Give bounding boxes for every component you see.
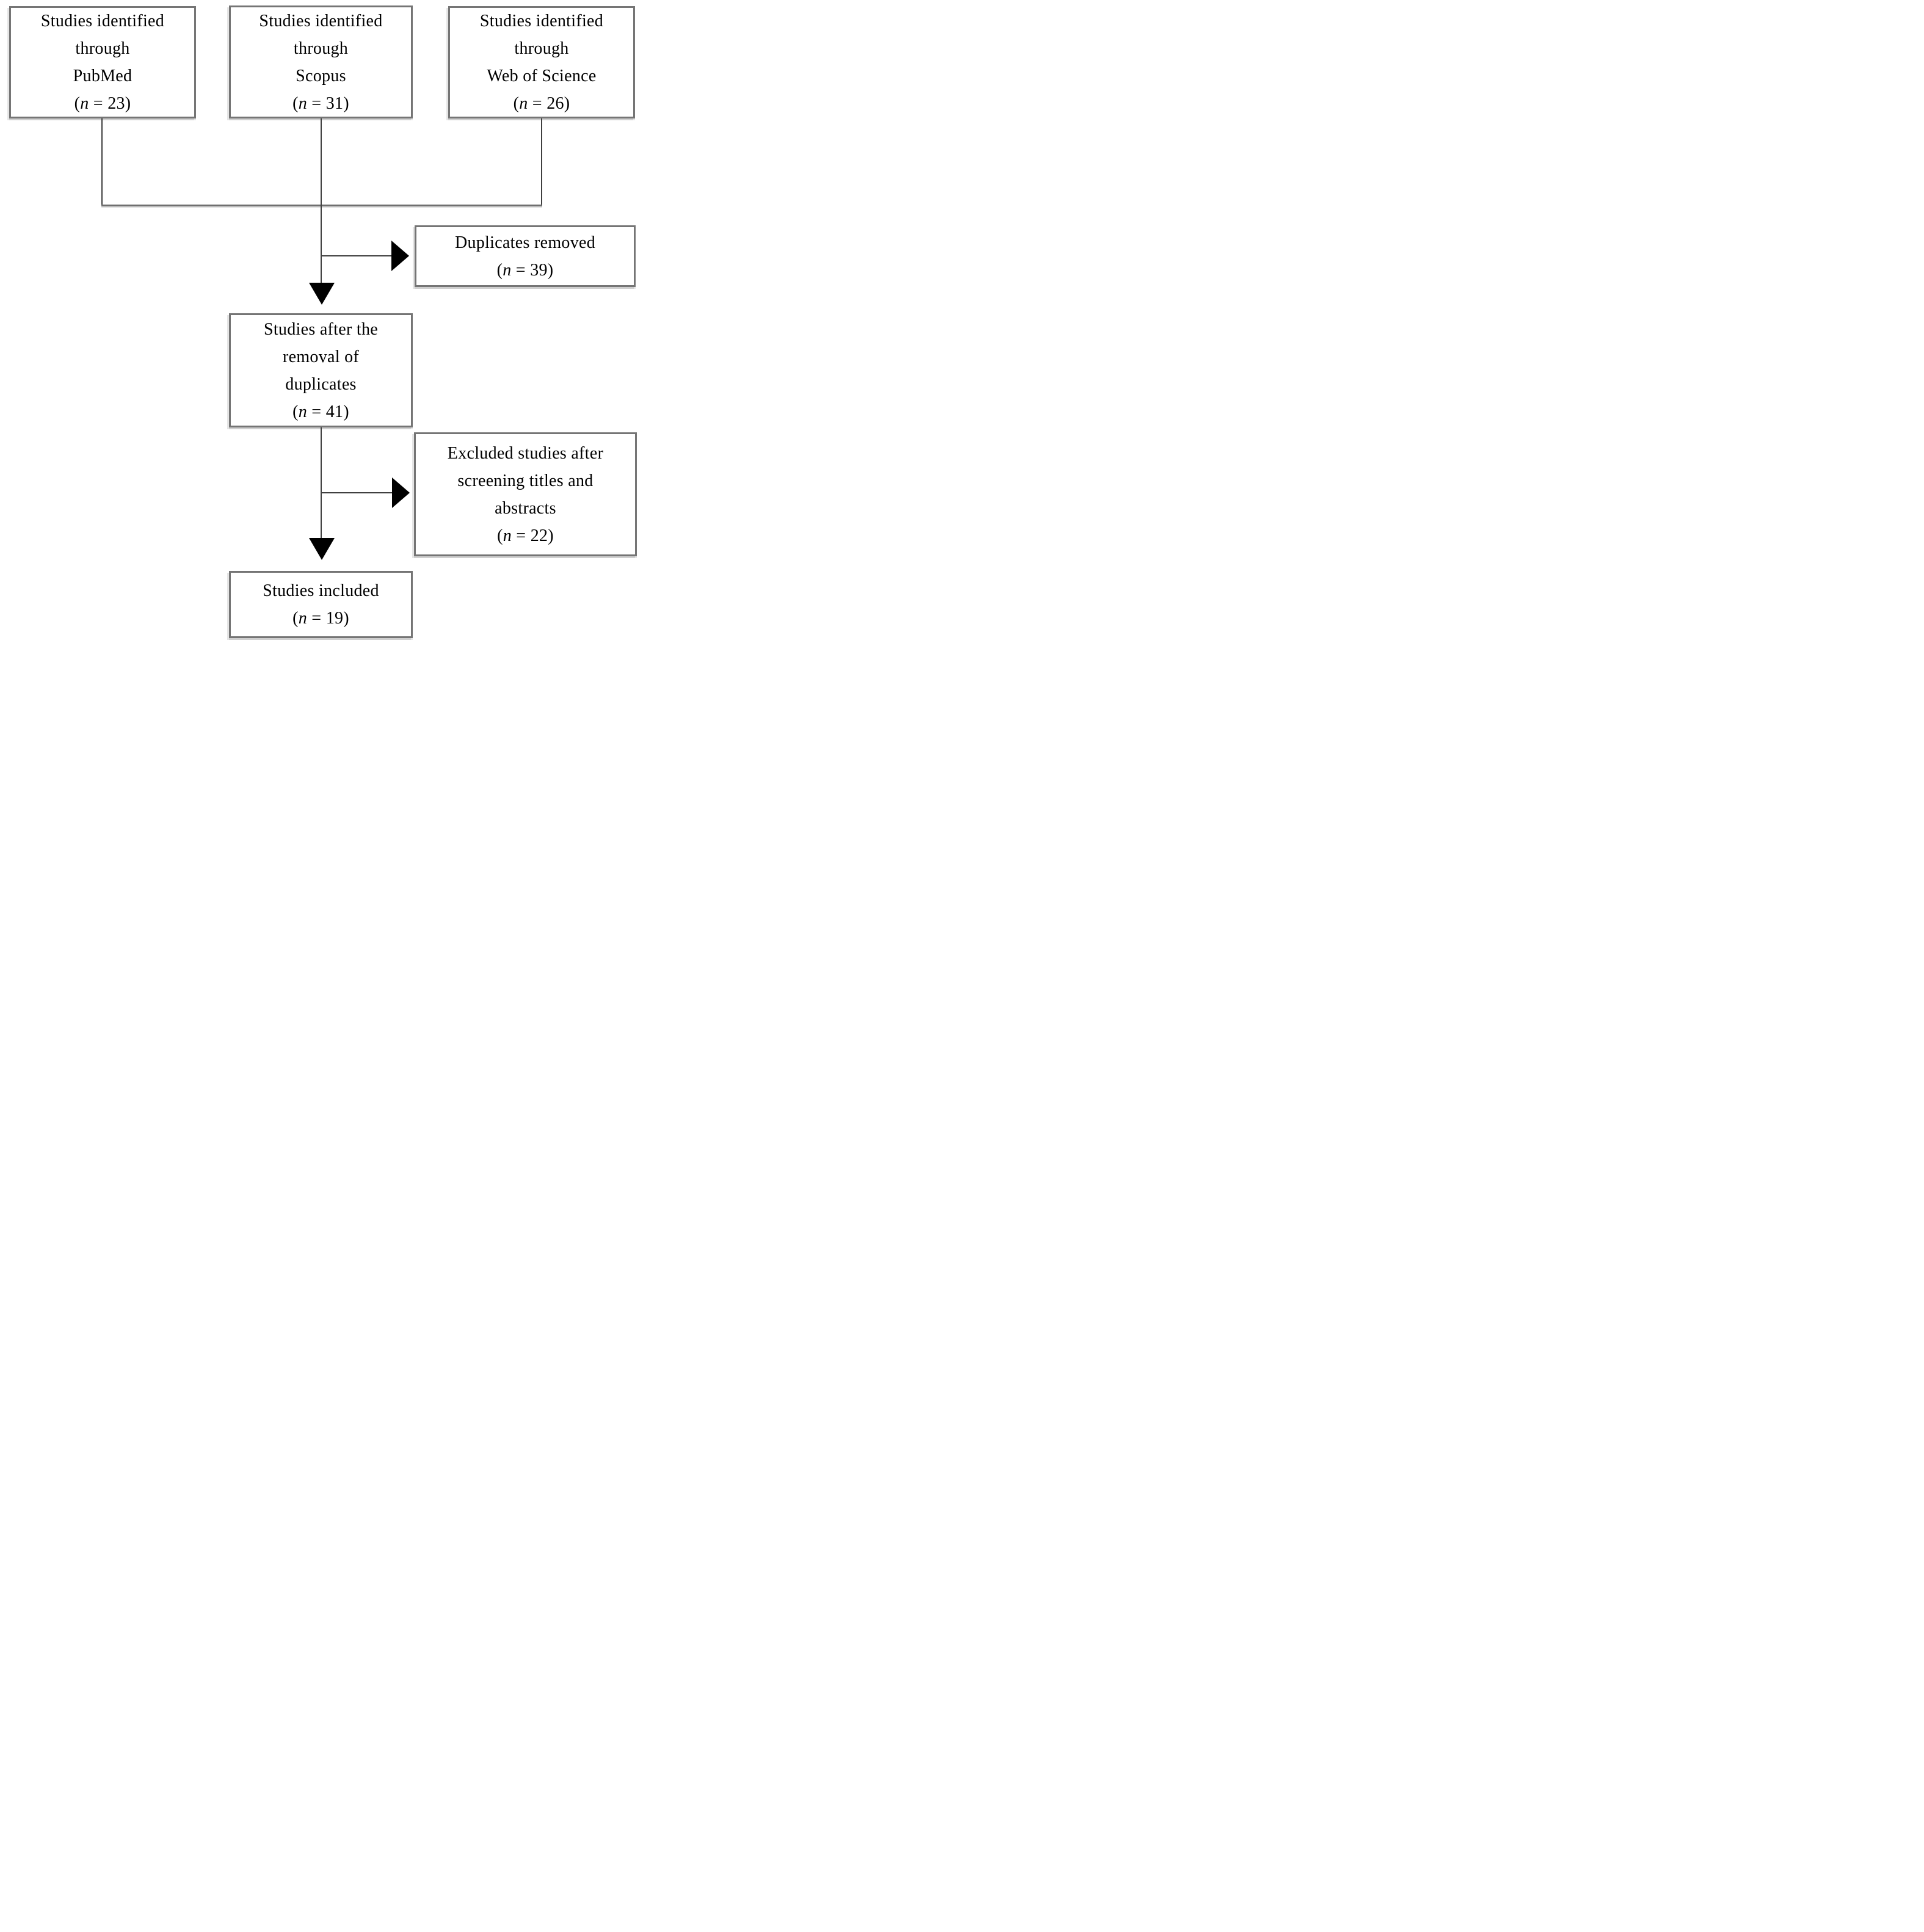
box-line: through <box>293 38 349 58</box>
box-line: removal of <box>282 347 360 366</box>
box-n-count: (n = 19) <box>292 609 349 628</box>
box-studies-scopus-text: Studies identified through Scopus (n = 3… <box>231 7 411 117</box>
connector-line-merge-horizontal <box>101 205 542 206</box>
box-excluded-after-screening-text: Excluded studies after screening titles … <box>416 440 635 550</box>
prisma-flow-diagram: Studies identified through PubMed (n = 2… <box>0 0 641 644</box>
box-studies-pubmed: Studies identified through PubMed (n = 2… <box>9 6 196 118</box>
connector-line-pubmed-down <box>101 118 103 205</box>
box-line: duplicates <box>285 374 357 394</box>
box-n-count: (n = 23) <box>74 94 131 113</box>
box-studies-included-text: Studies included (n = 19) <box>231 577 411 632</box>
box-n-count: (n = 39) <box>496 260 554 280</box>
box-duplicates-removed-text: Duplicates removed (n = 39) <box>416 229 634 284</box>
box-studies-included: Studies included (n = 19) <box>229 571 413 638</box>
connector-line-branch-duplicates <box>321 255 391 256</box>
box-n-count: (n = 31) <box>292 93 349 113</box>
box-line: Duplicates removed <box>454 233 596 252</box>
arrow-right-icon <box>392 478 410 508</box>
connector-line-branch-excluded <box>321 492 392 493</box>
box-after-duplicate-removal: Studies after the removal of duplicates … <box>229 313 413 427</box>
box-line: Studies identified <box>479 12 604 31</box>
box-line: PubMed <box>73 67 133 85</box>
box-excluded-after-screening: Excluded studies after screening titles … <box>414 432 637 556</box>
connector-line-central-down-1 <box>321 118 322 283</box>
box-line: through <box>514 39 569 58</box>
box-line: Studies identified <box>40 12 165 31</box>
box-line: Scopus <box>296 66 346 85</box>
box-studies-scopus: Studies identified through Scopus (n = 3… <box>229 5 413 118</box>
box-line: Studies included <box>263 581 379 600</box>
box-line: screening titles and <box>457 471 594 490</box>
box-studies-pubmed-text: Studies identified through PubMed (n = 2… <box>11 7 194 117</box>
box-studies-web-of-science-text: Studies identified through Web of Scienc… <box>450 7 633 117</box>
connector-line-wos-down <box>541 118 542 205</box>
box-line: Excluded studies after <box>447 443 604 463</box>
arrow-right-icon <box>391 241 409 271</box>
arrow-down-icon <box>309 283 335 305</box>
box-n-count: (n = 22) <box>497 526 554 545</box>
box-after-duplicate-removal-text: Studies after the removal of duplicates … <box>231 316 411 426</box>
box-duplicates-removed: Duplicates removed (n = 39) <box>415 225 636 287</box>
box-n-count: (n = 26) <box>513 94 570 113</box>
box-line: Web of Science <box>487 67 597 85</box>
box-studies-web-of-science: Studies identified through Web of Scienc… <box>448 6 635 118</box>
arrow-down-icon <box>309 538 335 560</box>
box-line: Studies identified <box>259 11 383 31</box>
connector-line-central-down-2 <box>321 427 322 538</box>
box-line: through <box>75 39 130 58</box>
box-line: abstracts <box>495 498 556 518</box>
box-line: Studies after the <box>263 319 379 339</box>
box-n-count: (n = 41) <box>292 402 349 421</box>
